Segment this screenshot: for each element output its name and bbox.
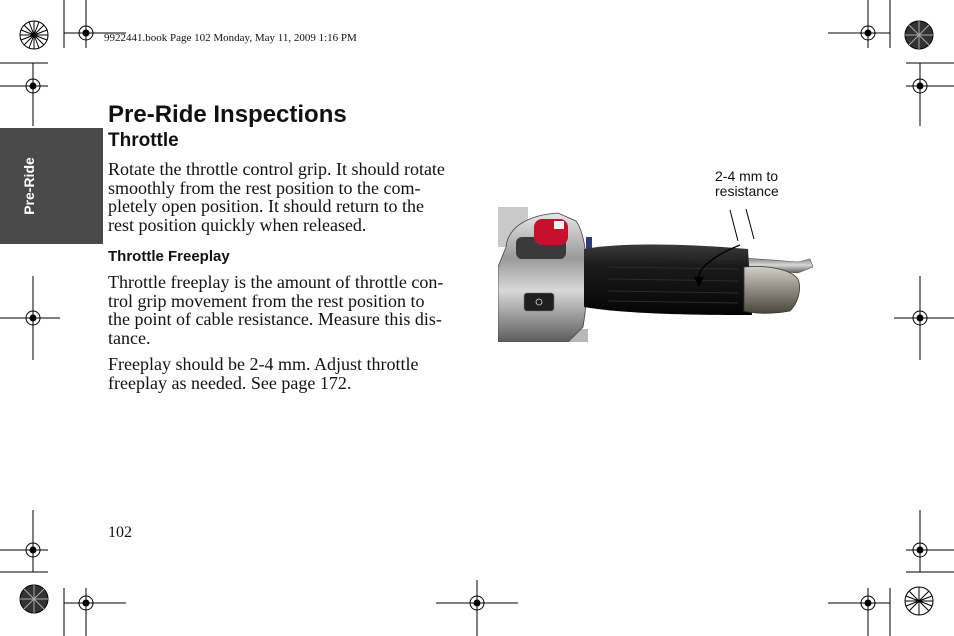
- crosshair-mark-left-middle: [0, 276, 60, 360]
- crosshair-mark-bottom-right-inner: [828, 588, 891, 636]
- text-line: trol grip movement from the rest positio…: [108, 290, 425, 311]
- text-line: pletely open position. It should return …: [108, 196, 424, 217]
- section-title-throttle-freeplay: Throttle Freeplay: [108, 248, 230, 265]
- callout-line: 2-4 mm to: [715, 168, 779, 184]
- crosshair-mark-bottom-center: [436, 580, 518, 636]
- side-tab-label: Pre-Ride: [20, 157, 37, 215]
- throttle-grip-photo: [498, 207, 828, 342]
- text-line: freeplay as needed. See page 172.: [108, 372, 352, 393]
- text-line: Freeplay should be 2-4 mm. Adjust thrott…: [108, 354, 419, 374]
- freeplay-callout-label: 2-4 mm to resistance: [715, 169, 779, 199]
- arrow-head-icon: [694, 277, 704, 287]
- text-line: Throttle freeplay is the amount of throt…: [108, 272, 444, 292]
- crosshair-mark-top-left-inner: [63, 0, 126, 48]
- page-title: Pre-Ride Inspections: [108, 101, 347, 128]
- freeplay-leader-line: [729, 209, 739, 242]
- crosshair-mark-top-right-inner: [828, 0, 891, 48]
- crosshair-mark-bottom-left-inner: [63, 588, 126, 636]
- text-line: smoothly from the rest position to the c…: [108, 177, 421, 198]
- print-header-info: 9922441.book Page 102 Monday, May 11, 20…: [104, 32, 357, 44]
- text-line: tance.: [108, 327, 151, 348]
- starburst-mark-bottom-right: [904, 586, 934, 616]
- throttle-intro-paragraph: Rotate the throttle control grip. It sho…: [108, 160, 445, 234]
- freeplay-adjust-paragraph: Freeplay should be 2-4 mm. Adjust thrott…: [108, 355, 418, 392]
- crosshair-mark-left-lower: [0, 510, 48, 573]
- callout-line: resistance: [715, 183, 779, 199]
- crosshair-mark-right-middle: [894, 276, 954, 360]
- crosshair-mark-right-lower: [906, 510, 954, 573]
- starburst-mark-top-left: [19, 20, 49, 50]
- crosshair-mark-left-upper: [0, 62, 48, 126]
- section-side-tab: Pre-Ride: [0, 128, 103, 244]
- text-line: the point of cable resistance. Measure t…: [108, 309, 442, 330]
- freeplay-definition-paragraph: Throttle freeplay is the amount of throt…: [108, 273, 443, 347]
- page-number: 102: [108, 524, 132, 541]
- starburst-mark-bottom-left: [19, 584, 49, 614]
- freeplay-leader-line: [745, 208, 755, 240]
- text-line: rest position quickly when released.: [108, 214, 367, 235]
- starburst-mark-top-right: [904, 20, 934, 50]
- text-line: Rotate the throttle control grip. It sho…: [108, 159, 445, 179]
- section-title-throttle: Throttle: [108, 130, 179, 151]
- crosshair-mark-right-upper: [906, 62, 954, 126]
